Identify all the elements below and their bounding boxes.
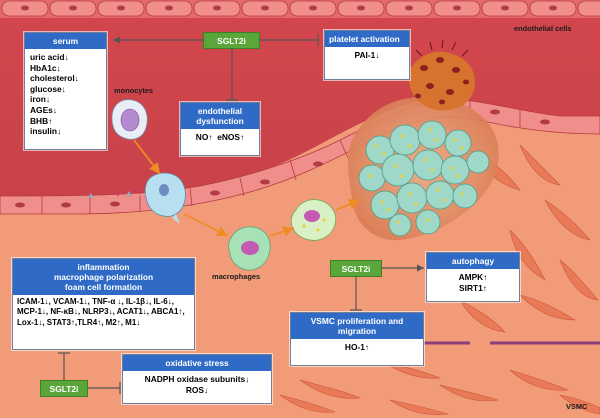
endothelial-cells-label: endothelial cells: [514, 24, 572, 33]
oxidative-list: NADPH oxidase subunits↓ ROS↓: [123, 371, 271, 398]
serum-item: BHB↑: [30, 115, 53, 126]
vsmc-label: VSMC: [566, 402, 588, 411]
monocyte-cell: [111, 99, 148, 140]
autophagy-list: AMPK↑ SIRT1↑: [427, 269, 519, 296]
monocytes-label: monocytes: [114, 86, 154, 95]
endothelial-body: NO↑ eNOS↑: [195, 132, 245, 142]
inflammation-box: inflammation macrophage polarization foa…: [12, 258, 195, 350]
endothelial-band-top: [0, 0, 600, 18]
inflammation-title-line: foam cell formation: [64, 282, 143, 292]
autophagy-item: AMPK↑: [458, 272, 488, 282]
sglt2i-connectors: [58, 34, 424, 394]
macrophages-label: macrophages: [212, 272, 261, 281]
endothelial-band-bottom: [0, 98, 600, 215]
inflammation-title-line: inflammation: [77, 262, 130, 272]
plaque: [347, 39, 499, 241]
transmigrating-monocyte: [144, 172, 186, 224]
oxidative-item: ROS↓: [185, 384, 209, 395]
autophagy-title: autophagy: [427, 253, 519, 269]
serum-item: HbA1c↓: [30, 62, 61, 73]
sglt2i-badge-bottom: SGLT2i: [40, 380, 88, 397]
sglt2i-badge-middle: SGLT2i: [330, 260, 382, 277]
platelet-title: platelet activation: [325, 31, 409, 47]
serum-item: AGEs↓: [30, 104, 57, 115]
autophagy-item: SIRT1↑: [459, 282, 487, 293]
vsmc-body: HO-1↑: [344, 342, 370, 352]
platelet-body: PAI-1↓: [354, 50, 380, 60]
flow-arrows: [133, 139, 361, 237]
inflammation-title-line: macrophage polarization: [53, 272, 154, 282]
vsmc-proliferation-box: VSMC proliferation and migration HO-1↑: [290, 312, 424, 366]
serum-item: uric acid↓: [30, 52, 69, 62]
serum-box: serum uric acid↓ HbA1c↓ cholesterol↓ glu…: [24, 32, 107, 150]
serum-item: cholesterol↓: [30, 73, 79, 84]
serum-item: iron↓: [30, 94, 51, 105]
endothelial-title: endothelial dysfunction: [181, 103, 259, 129]
platelet-activation-box: platelet activation PAI-1↓: [324, 30, 410, 80]
oxidative-title: oxidative stress: [123, 355, 271, 371]
autophagy-box: autophagy AMPK↑ SIRT1↑: [426, 252, 520, 302]
endothelial-dysfunction-box: endothelial dysfunction NO↑ eNOS↑: [180, 102, 260, 156]
serum-title: serum: [25, 33, 106, 49]
inflammation-title: inflammation macrophage polarization foa…: [13, 259, 194, 295]
sglt2i-badge-top: SGLT2i: [203, 32, 260, 49]
oxidative-item: NADPH oxidase subunits↓: [144, 374, 250, 384]
inflammation-body: ICAM-1↓, VCAM-1↓, TNF-α ↓, IL-1β↓, IL-6↓…: [17, 297, 185, 327]
serum-item: glucose↓: [30, 83, 66, 94]
serum-item: insulin↓: [30, 126, 62, 137]
macrophage-cells: [228, 199, 337, 271]
oxidative-stress-box: oxidative stress NADPH oxidase subunits↓…: [122, 354, 272, 404]
vsmc-title: VSMC proliferation and migration: [291, 313, 423, 339]
serum-list: uric acid↓ HbA1c↓ cholesterol↓ glucose↓ …: [25, 49, 106, 140]
